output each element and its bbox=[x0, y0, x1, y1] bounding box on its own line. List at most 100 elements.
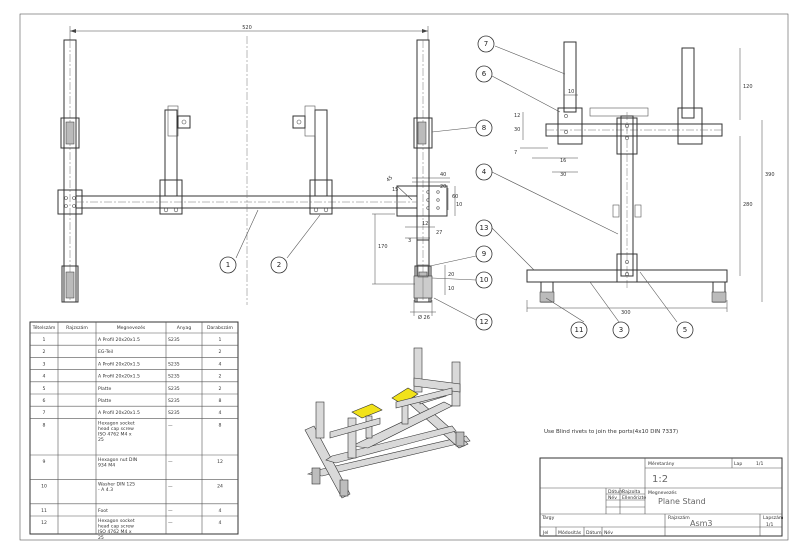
side-dim-280: 280 bbox=[743, 202, 753, 208]
balloon-5: 5 bbox=[683, 326, 687, 334]
detail-dim-40: 40 bbox=[440, 172, 446, 178]
bom-cell: 1 bbox=[43, 337, 46, 343]
bom-cell: — bbox=[168, 509, 173, 514]
detail-view: 45 15 40 20 60 10 12 3 27 170 20 10 Ø 26… bbox=[372, 172, 493, 331]
bom-cell: 2 bbox=[43, 349, 46, 355]
side-dim-30: 30 bbox=[514, 127, 520, 133]
drawing-title: Plane Stand bbox=[658, 497, 706, 506]
bom-cell: S235 bbox=[168, 410, 180, 416]
balloon-11: 11 bbox=[575, 326, 584, 334]
bom-cell: 11 bbox=[41, 508, 47, 514]
balloon-6: 6 bbox=[482, 70, 487, 78]
balloon-3: 3 bbox=[619, 326, 623, 334]
bom-cell: 8 bbox=[219, 398, 222, 404]
date-label: Dátum bbox=[608, 488, 624, 495]
bom-cell: 4 bbox=[43, 374, 46, 380]
checked-label: Ellenőrizte bbox=[622, 495, 646, 501]
balloon-7: 7 bbox=[484, 40, 488, 48]
company-label: Tárgy bbox=[541, 514, 555, 521]
bom-cell: 2 bbox=[219, 386, 222, 392]
side-dim-16: 16 bbox=[560, 158, 566, 164]
balloon-8: 8 bbox=[482, 124, 486, 132]
bom-cell: 6 bbox=[43, 398, 46, 404]
rev-label-mark: Jel bbox=[542, 530, 548, 536]
bom-cell: Washer DIN 125- A 4.3 bbox=[98, 481, 135, 493]
dim-width-520: 520 bbox=[242, 25, 252, 31]
bom-cell: S235 bbox=[168, 374, 180, 380]
bom-table: Tételszám Rajzszám Megnevezés Anyag Dara… bbox=[29, 321, 239, 541]
bom-cell: Platte bbox=[98, 398, 111, 404]
side-dim-10: 10 bbox=[568, 89, 574, 95]
sheet-label: Lap bbox=[734, 461, 742, 467]
detail-dim-15: 15 bbox=[392, 187, 398, 193]
front-view: 520 bbox=[57, 25, 479, 305]
bom-cell: — bbox=[168, 484, 173, 489]
bom-cell: Platte bbox=[98, 386, 111, 392]
assembly-note: Use Blind rivets to join the ports(4x10 … bbox=[544, 429, 678, 435]
bom-cell: 2 bbox=[219, 349, 222, 355]
sheet-value: 1/1 bbox=[756, 461, 763, 467]
sheet-border bbox=[19, 13, 789, 541]
detail-dim-27: 27 bbox=[436, 230, 442, 236]
balloon-4: 4 bbox=[482, 168, 487, 176]
balloon-9: 9 bbox=[482, 250, 486, 258]
rev-label-name: Név bbox=[604, 529, 613, 536]
bom-cell: A Profil 20x20x1.5 bbox=[98, 337, 140, 343]
rev-label-date: Dátum bbox=[586, 529, 602, 536]
bom-cell: — bbox=[168, 423, 173, 428]
bom-cell: Foot bbox=[98, 508, 108, 514]
bom-cell: 8 bbox=[219, 422, 222, 428]
bom-header-material: Anyag bbox=[177, 325, 192, 331]
bom-cell: 12 bbox=[41, 520, 47, 526]
detail-dim-60: 60 bbox=[452, 194, 458, 200]
detail-dim-170: 170 bbox=[378, 244, 388, 250]
bom-cell: 4 bbox=[219, 520, 222, 526]
bom-cell: A Profil 20x20x1.5 bbox=[98, 410, 140, 416]
bom-cell: 8 bbox=[43, 422, 46, 428]
name-label: Név bbox=[608, 494, 617, 501]
bom-cell: 1 bbox=[219, 337, 222, 343]
bom-cell: — bbox=[168, 521, 173, 526]
bom-header-name: Megnevezés bbox=[117, 324, 146, 331]
bom-cell: S235 bbox=[168, 386, 180, 392]
bom-cell: 5 bbox=[43, 386, 46, 392]
bom-header-qty: Darabszám bbox=[207, 324, 234, 331]
side-dim-390: 390 bbox=[765, 172, 775, 178]
bom-cell: 7 bbox=[43, 410, 46, 416]
bom-cell: 12 bbox=[217, 459, 223, 465]
rev-label-change: Módosítás bbox=[558, 529, 582, 536]
bom-cell: 24 bbox=[217, 483, 223, 489]
bom-header-drawing: Rajzszám bbox=[66, 324, 88, 331]
side-dim-7: 7 bbox=[514, 150, 517, 156]
balloon-10: 10 bbox=[480, 276, 489, 284]
detail-dim-10b: 10 bbox=[448, 286, 454, 292]
side-dim-120: 120 bbox=[743, 84, 753, 90]
bom-cell: 4 bbox=[219, 410, 222, 416]
bom-header-item: Tételszám bbox=[32, 324, 56, 331]
bom-cell: 4 bbox=[219, 508, 222, 514]
drawing-no-label: Rajzszám bbox=[668, 514, 690, 521]
scale-value: 1:2 bbox=[652, 474, 668, 485]
detail-dim-20: 20 bbox=[440, 184, 446, 190]
bom-cell: 4 bbox=[219, 361, 222, 367]
detail-dim-45: 45 bbox=[385, 175, 394, 184]
side-dim-30b: 30 bbox=[560, 172, 566, 178]
bom-cell: S235 bbox=[168, 398, 180, 404]
bom-cell: 2 bbox=[219, 374, 222, 380]
detail-dim-20b: 20 bbox=[448, 272, 454, 278]
bom-cell: — bbox=[168, 460, 173, 465]
sheet-count: 1/1 bbox=[766, 522, 773, 528]
balloon-2: 2 bbox=[277, 261, 281, 269]
detail-dim-10: 10 bbox=[456, 202, 462, 208]
bom-cell: 3 bbox=[43, 361, 46, 367]
bom-cell: S235 bbox=[168, 337, 180, 343]
bom-cell: 9 bbox=[43, 459, 46, 465]
drawn-label: Rajzolta bbox=[622, 489, 640, 495]
side-dim-300: 300 bbox=[621, 310, 631, 316]
scale-label: Méretarány bbox=[648, 460, 675, 467]
side-dim-12: 12 bbox=[514, 113, 520, 119]
